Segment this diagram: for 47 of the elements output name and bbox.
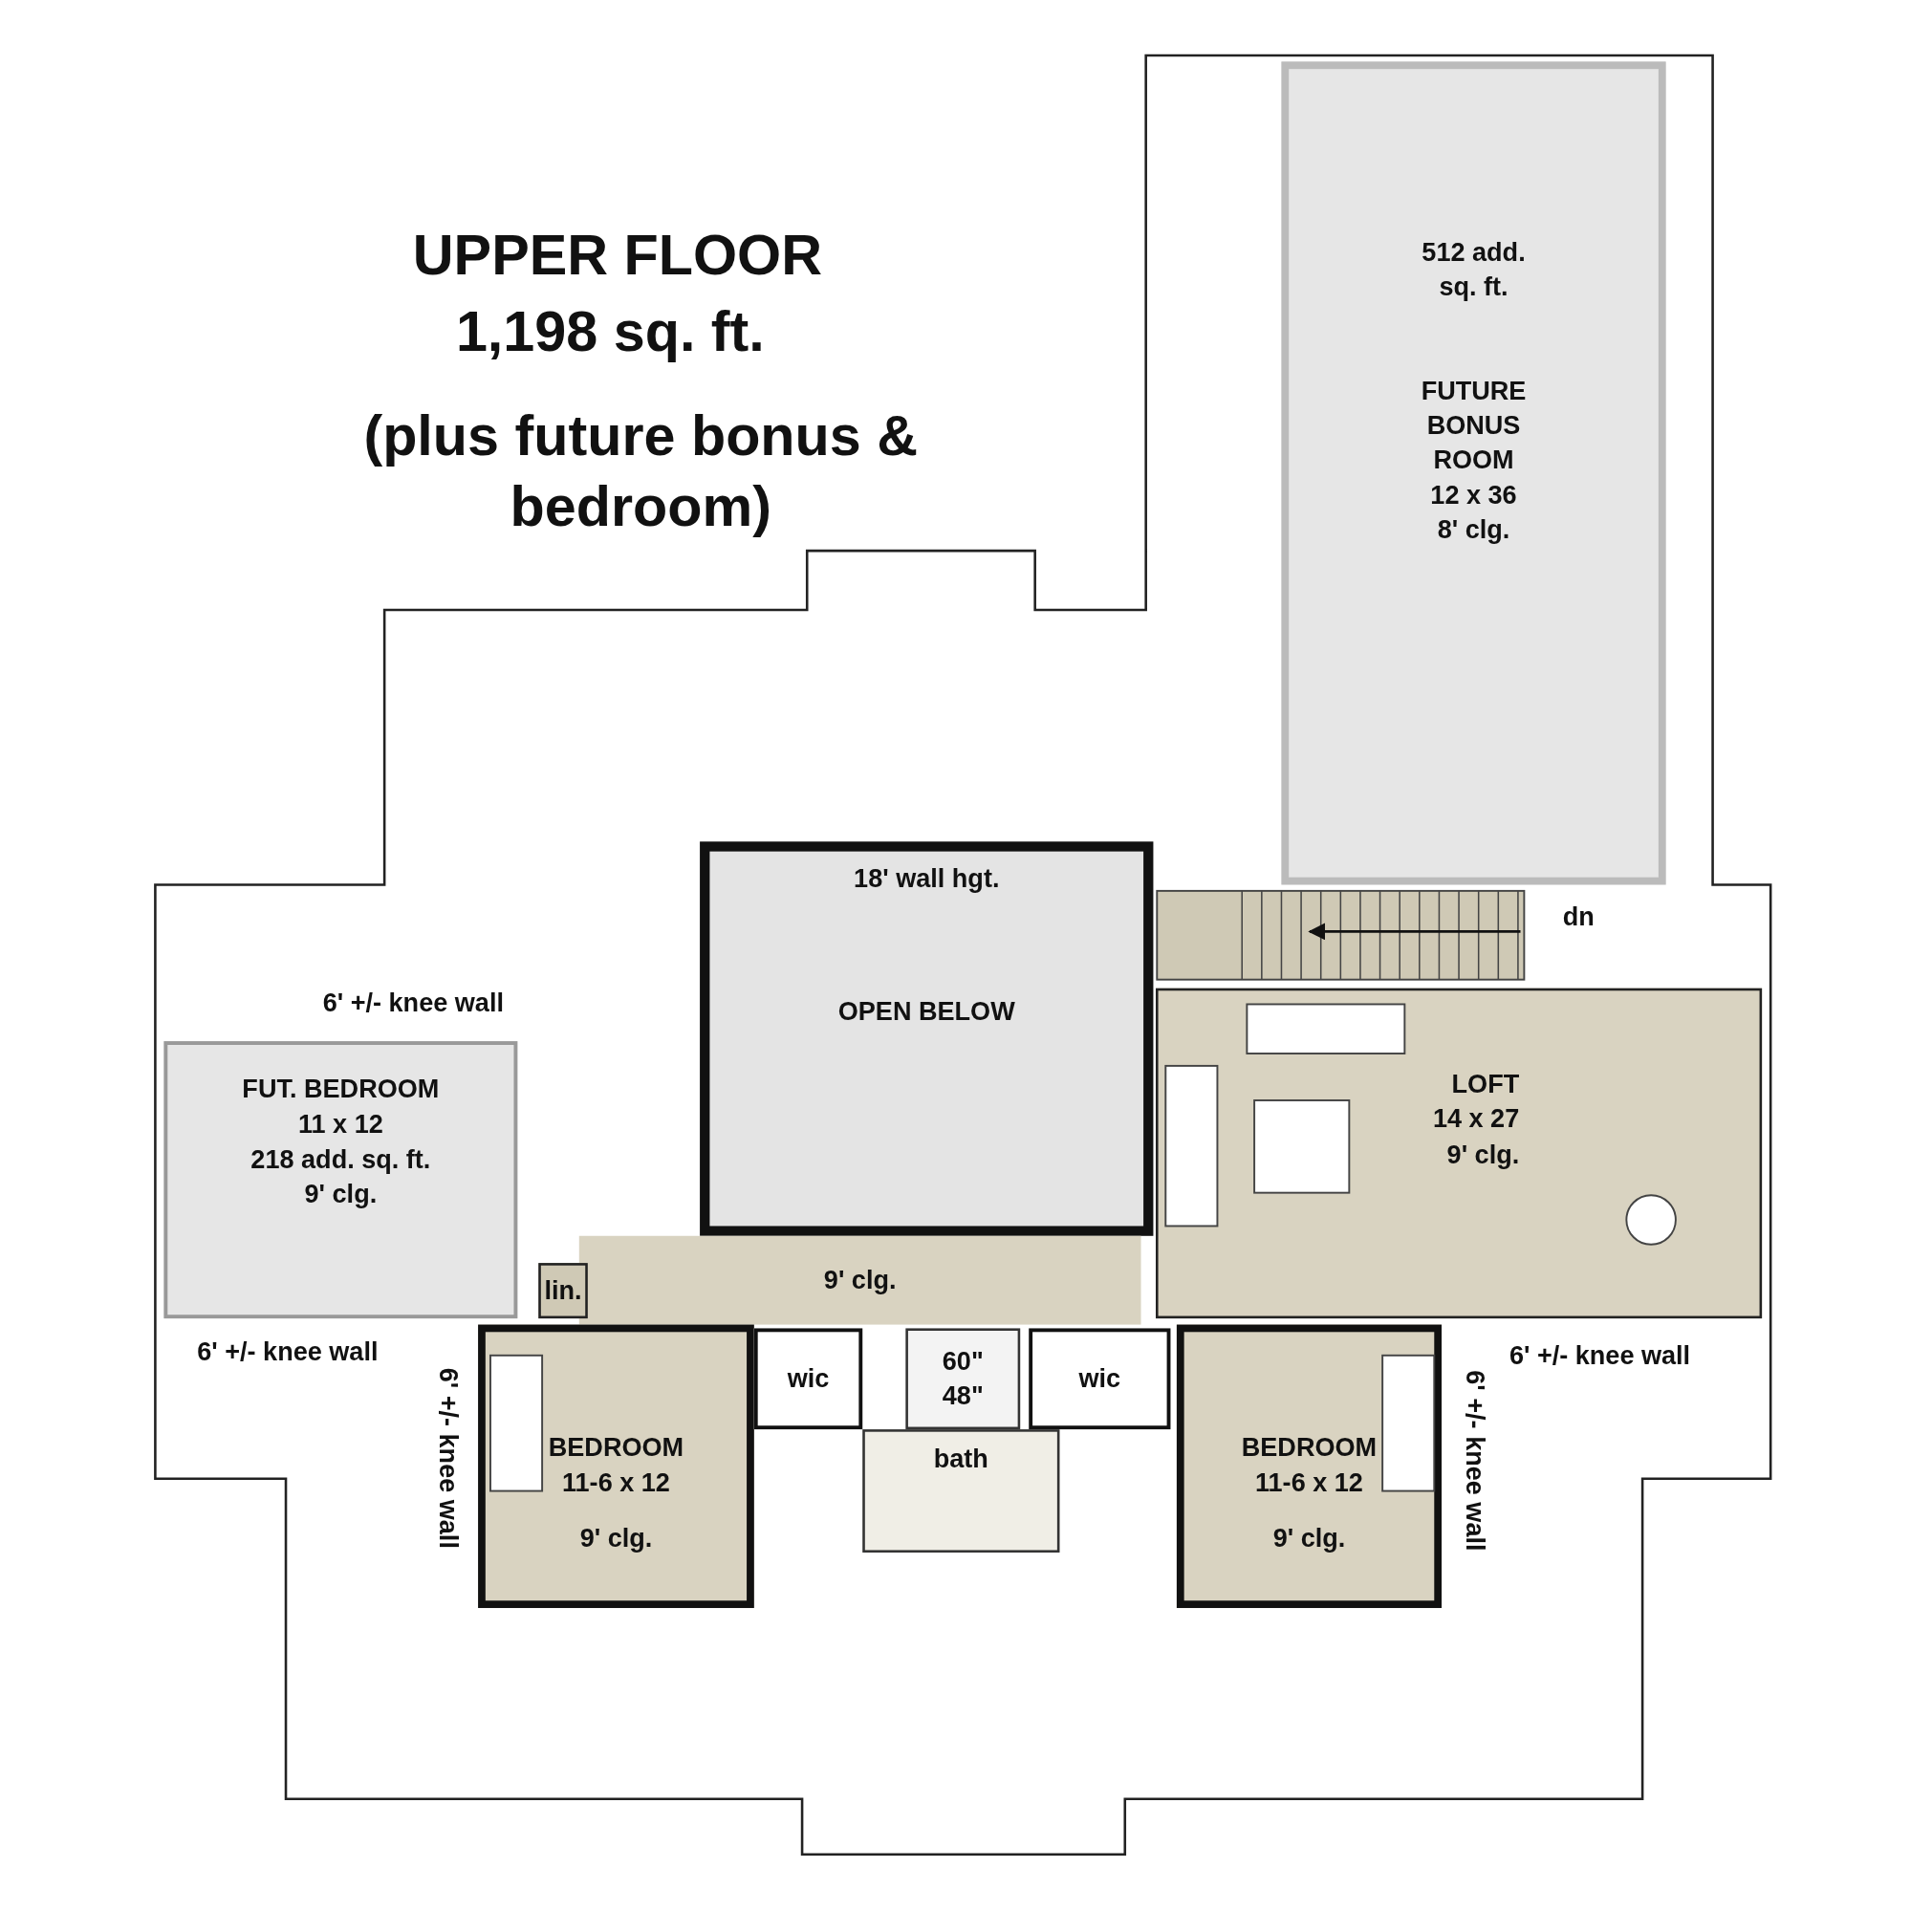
loft-room	[1156, 988, 1763, 1319]
open-to-below-area	[700, 841, 1154, 1236]
room-label: 11-6 x 12	[562, 1467, 670, 1499]
room-label: OPEN BELOW	[837, 996, 1015, 1028]
room-label: FUT. BEDROOM	[242, 1073, 440, 1105]
hall	[578, 1235, 1141, 1325]
future-bedroom	[163, 1041, 518, 1319]
bedroom	[1176, 1324, 1442, 1608]
room-label: 48"	[942, 1380, 984, 1412]
shower	[905, 1328, 1021, 1430]
room-label: 8' clg.	[1437, 513, 1510, 546]
room-label: 60"	[942, 1345, 984, 1377]
room-label: 512 add. sq. ft.	[1421, 236, 1527, 303]
bathroom	[862, 1429, 1060, 1553]
room-label: 9' clg.	[304, 1178, 378, 1210]
room-label: LOFT	[1451, 1068, 1520, 1100]
room-label: 11 x 12	[297, 1108, 383, 1141]
plan-note: (plus future bonus & bedroom)	[362, 402, 920, 540]
room-label: wic	[1078, 1362, 1121, 1395]
knee-wall-label: 6' +/- knee wall	[322, 988, 504, 1018]
linen-closet	[538, 1263, 588, 1319]
walk-in-closet	[1029, 1328, 1171, 1430]
room-label: wic	[787, 1362, 830, 1395]
room-label: 218 add. sq. ft.	[250, 1143, 431, 1176]
room-label: FUTURE BONUS ROOM	[1420, 374, 1528, 476]
room-label: 9' clg.	[579, 1521, 653, 1554]
room-label: BEDROOM	[548, 1432, 684, 1464]
knee-wall-label: 6' +/- knee wall	[434, 1367, 464, 1549]
room-label: 12 x 36	[1430, 479, 1517, 511]
room-label: dn	[1562, 901, 1595, 933]
bedroom	[478, 1324, 754, 1608]
room-label: lin.	[544, 1274, 582, 1307]
plan-title: UPPER FLOOR	[412, 222, 822, 289]
knee-wall-label: 6' +/- knee wall	[1509, 1340, 1691, 1371]
room-label: 11-6 x 12	[1255, 1467, 1363, 1499]
knee-wall-label: 6' +/- knee wall	[197, 1336, 379, 1367]
room-label: BEDROOM	[1241, 1432, 1378, 1464]
floor-area: 1,198 sq. ft.	[455, 297, 765, 365]
room-label: bath	[933, 1443, 988, 1475]
room-label: 14 x 27	[1432, 1103, 1520, 1135]
room-label: 9' clg.	[1446, 1138, 1520, 1171]
knee-wall-label: 6' +/- knee wall	[1460, 1370, 1490, 1552]
room-label: 9' clg.	[1272, 1521, 1346, 1554]
bonus-room	[1281, 61, 1666, 885]
room-label: 18' wall hgt.	[854, 862, 1000, 895]
room-label: 9' clg.	[823, 1264, 897, 1296]
walk-in-closet	[753, 1328, 863, 1430]
